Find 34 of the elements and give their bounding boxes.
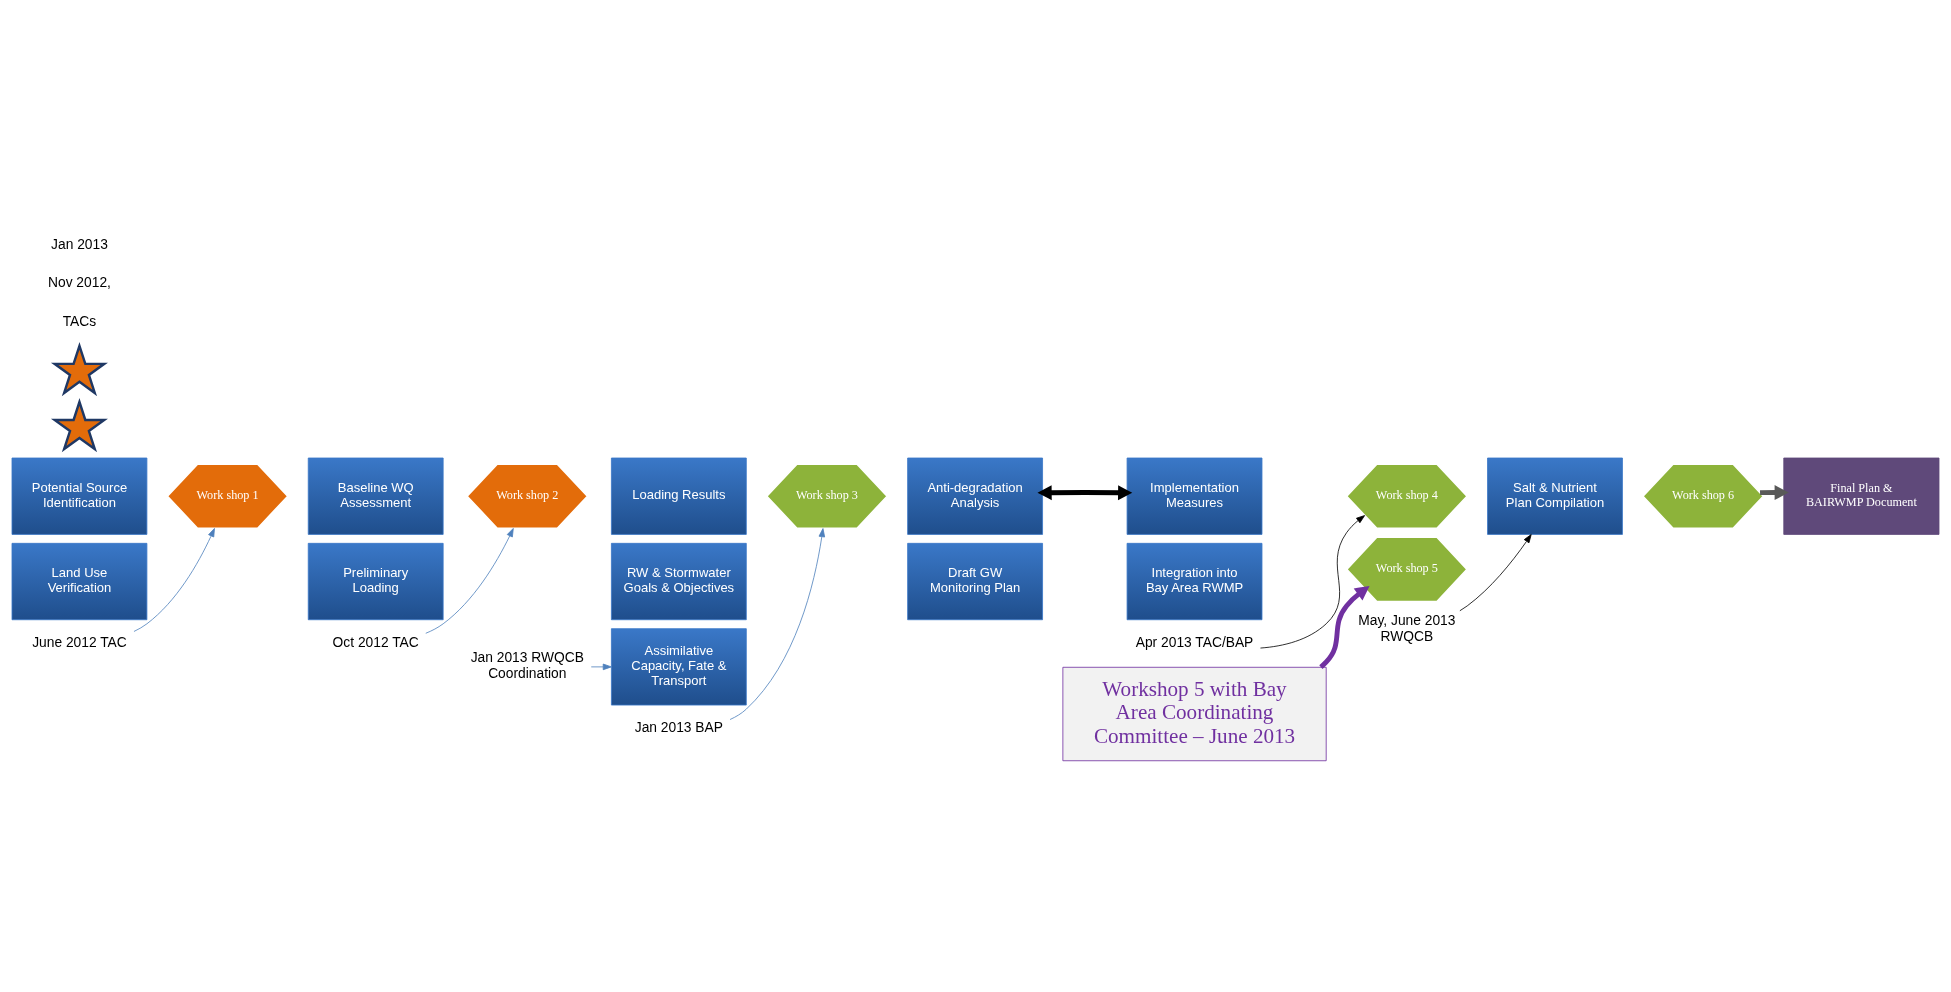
node-star — [50, 341, 108, 397]
node-box: Final Plan & BAIRWMP Document — [1783, 457, 1940, 535]
node-box: Integration into Bay Area RWMP — [1126, 542, 1263, 621]
arrow — [729, 528, 826, 720]
arrow — [1037, 485, 1133, 501]
node-box: Draft GW Monitoring Plan — [907, 542, 1043, 621]
node-text: June 2012 TAC — [32, 633, 127, 650]
node-box: Baseline WQ Assessment — [307, 457, 444, 535]
arrow — [1760, 485, 1789, 500]
node-box: Anti-degradation Analysis — [907, 457, 1043, 535]
arrow — [425, 528, 514, 634]
node-star — [50, 398, 108, 453]
label: Jan 2013 — [51, 236, 108, 253]
node-box: Implementation Measures — [1126, 457, 1263, 535]
node-box: Workshop 5 with Bay Area Coordinating Committee – June 2013 — [1062, 666, 1327, 762]
node-box: Preliminary Loading — [307, 542, 444, 621]
label: TACs — [62, 312, 97, 329]
label: Nov 2012, — [48, 274, 111, 291]
node-text: Oct 2012 TAC — [332, 633, 419, 650]
arrow — [133, 528, 215, 632]
node-text: Jan 2013 BAP — [634, 718, 723, 735]
arrow — [590, 663, 612, 671]
node-box: Loading Results — [611, 457, 747, 535]
node-text: May, June 2013 RWQCB — [1358, 612, 1456, 644]
node-box: Land Use Verification — [11, 542, 148, 621]
node-box: Potential Source Identification — [11, 457, 148, 535]
node-text: Apr 2013 TAC/BAP — [1135, 633, 1254, 650]
node-text: Jan 2013 RWQCB Coordination — [470, 649, 584, 681]
node-box: Salt & Nutrient Plan Compilation — [1487, 457, 1623, 535]
arrow — [1459, 534, 1532, 612]
arrow — [1260, 515, 1366, 649]
node-box: RW & Stormwater Goals & Objectives — [611, 542, 747, 621]
node-box: Assimilative Capacity, Fate & Transport — [611, 628, 747, 706]
arrow — [1319, 586, 1370, 669]
